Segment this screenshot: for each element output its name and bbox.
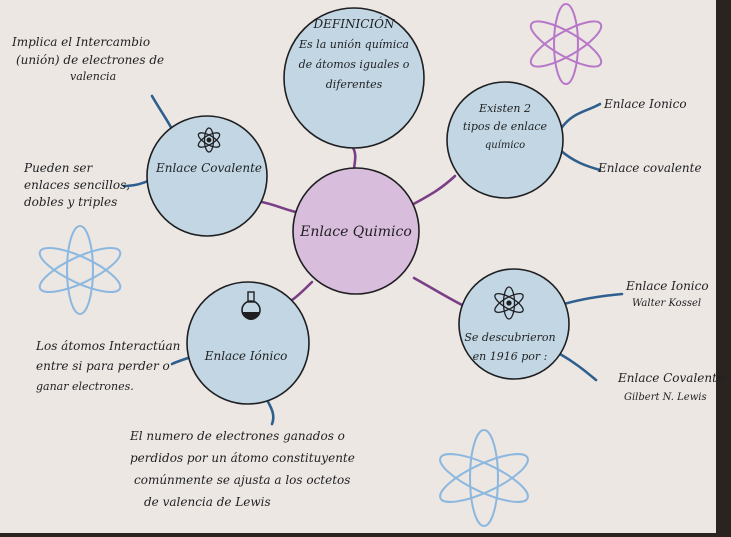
types-line-1: Existen 2 [478,102,531,115]
note-covalent-top-1: Implica el Intercambio [11,35,150,49]
atom-icon [197,127,221,153]
note-ionic-bottom-2: perdidos por un átomo constituyente [130,451,355,465]
note-ionic-left-1: Los átomos Interactúan [35,339,180,353]
connector-center-ionic [290,280,314,302]
covalent-label: Enlace Covalente [155,161,262,175]
ionic-node [186,281,310,405]
definition-node [283,7,425,149]
note-covalent-left-1: Pueden ser [23,161,93,175]
center-node [292,167,420,295]
atom-icon [494,286,524,320]
note-discovered-1-person: Walter Kossel [632,298,701,309]
types-line-3: químico [485,140,525,151]
connector-discovered-2 [558,352,598,382]
note-discovered-2-title: Enlace Covalente [617,371,724,385]
discovered-line-2: en 1916 por : [473,350,548,363]
atom-icon [529,3,603,85]
connector-center-types [408,174,457,208]
note-discovered-2-person: Gilbert N. Lewis [624,392,707,403]
connector-center-discovered [412,276,466,308]
ionic-label: Enlace Iónico [204,349,288,363]
note-ionic-left-3: ganar electrones. [36,380,134,393]
note-ionic-bottom-1: El numero de electrones ganados o [129,429,345,443]
center-label: Enlace Quimico [299,224,412,240]
note-covalent-left-3: dobles y triples [24,195,117,209]
definition-line-1: Es la unión química [298,38,409,51]
note-ionic-left-2: entre si para perder o [36,359,170,373]
covalent-node [146,115,268,237]
atom-icon [439,429,529,527]
note-covalent-top-2: (unión) de electrones de [16,53,164,67]
definition-heading: DEFINICIÓN [313,15,395,31]
connector-types-covalent [558,148,602,172]
note-ionic-bottom-4: de valencia de Lewis [144,495,271,509]
branch-enlace-covalente: Enlace covalente [597,161,702,175]
note-covalent-top-3: valencia [70,70,116,83]
note-discovered-1-title: Enlace Ionico [625,279,709,293]
discovered-node [458,268,570,380]
connector-ionic-left [170,356,190,366]
types-line-2: tipos de enlace [463,120,548,133]
definition-line-3: diferentes [326,78,383,91]
note-covalent-left-2: enlaces sencillos, [24,178,130,192]
types-node [446,81,564,199]
note-ionic-bottom-3: comúnmente se ajusta a los octetos [134,473,350,487]
connector-types-ionic [558,102,602,132]
branch-enlace-ionico: Enlace Ionico [603,97,687,111]
atom-icon [38,225,122,315]
flask-icon [241,291,261,320]
discovered-line-1: Se descubrieron [464,331,555,344]
connector-center-covalent [260,200,298,214]
connector-discovered-1 [562,292,624,306]
definition-line-2: de átomos iguales o [299,58,410,71]
